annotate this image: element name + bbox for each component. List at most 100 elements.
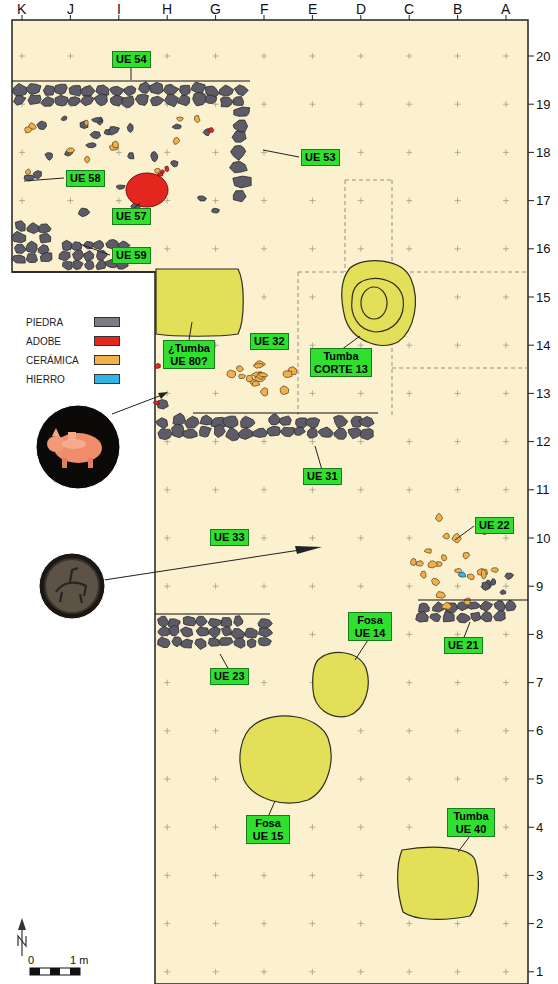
grid-cross <box>406 390 412 396</box>
stone <box>494 601 505 612</box>
sherd <box>260 388 267 396</box>
stone <box>109 86 124 96</box>
stone <box>156 418 168 429</box>
grid-cross <box>503 101 509 107</box>
sherd <box>442 602 452 609</box>
grid-cross <box>261 583 267 589</box>
stone <box>150 96 164 105</box>
grid-cross <box>358 535 364 541</box>
sherd <box>239 375 246 379</box>
sherd <box>464 598 470 605</box>
stone <box>28 95 41 105</box>
stone <box>493 610 505 621</box>
photo-frame <box>39 553 105 619</box>
grid-cross <box>309 294 315 300</box>
grid-cross <box>455 198 461 204</box>
grid-cross <box>503 680 509 686</box>
grid-cross <box>358 53 364 59</box>
stone <box>71 242 82 251</box>
scale-frame <box>30 968 80 975</box>
sherd <box>442 555 447 561</box>
sherd <box>432 578 440 585</box>
unit-name: UE 31 <box>307 470 338 482</box>
grid-cross <box>503 872 509 878</box>
grid-cross <box>309 101 315 107</box>
grid-row: 14 <box>536 338 550 353</box>
grid-cross <box>503 728 509 734</box>
sherd <box>467 574 474 580</box>
stone <box>73 250 85 261</box>
stone <box>258 619 272 629</box>
stone <box>54 84 67 94</box>
grid-cross <box>406 776 412 782</box>
stone <box>158 637 171 648</box>
grid-cross <box>503 53 509 59</box>
stone <box>92 240 103 249</box>
grid-cross <box>309 824 315 830</box>
grid-cross <box>455 246 461 252</box>
grid-cross <box>455 969 461 975</box>
grid-cross <box>503 631 509 637</box>
sherd <box>237 366 244 372</box>
figurine-ear <box>52 428 60 437</box>
pit-contour <box>361 287 387 319</box>
unit-label: UE 58 <box>66 170 105 187</box>
sherd <box>85 156 90 163</box>
grid-cross <box>358 101 364 107</box>
unit-name: UE 22 <box>479 519 510 531</box>
stone <box>85 260 94 270</box>
unit-name: UE 53 <box>305 151 336 163</box>
grid-cross <box>261 294 267 300</box>
grid-cross <box>164 776 170 782</box>
grid-column: B <box>453 1 462 17</box>
stone <box>334 416 348 429</box>
stone <box>234 85 248 96</box>
grid-column: I <box>117 1 121 17</box>
stone <box>62 240 72 250</box>
leader-line <box>263 150 299 157</box>
figurine-leg <box>88 458 93 468</box>
leader-line <box>315 446 322 470</box>
unit-name: UE 59 <box>116 249 147 261</box>
stone <box>231 145 246 160</box>
stone <box>305 418 320 429</box>
grid-cross <box>455 728 461 734</box>
stone <box>181 639 193 648</box>
stone <box>164 94 178 107</box>
grid-cross <box>261 969 267 975</box>
arrowhead <box>158 392 168 399</box>
grid-row: 13 <box>536 386 550 401</box>
stone <box>59 251 70 261</box>
grid-row: 18 <box>536 145 550 160</box>
stone <box>443 611 454 622</box>
iron-fragment <box>458 572 466 577</box>
grid-cross <box>164 824 170 830</box>
stone <box>38 224 51 233</box>
grid-cross <box>358 969 364 975</box>
grid-cross <box>455 487 461 493</box>
pointer-line <box>112 395 162 414</box>
north-head <box>18 918 26 930</box>
stone <box>231 629 246 639</box>
stone <box>40 253 52 262</box>
dashed-line <box>345 180 392 181</box>
adobe-fragment <box>165 166 169 172</box>
wall-edge <box>155 613 270 614</box>
stone <box>78 208 90 217</box>
unit-label: UE 32 <box>250 333 289 350</box>
unit-name: UE 33 <box>214 531 245 543</box>
grid-cross <box>213 728 219 734</box>
grid-cross <box>406 583 412 589</box>
photo-frame <box>36 405 120 489</box>
stone <box>122 96 134 108</box>
axis-tick <box>528 875 534 876</box>
axis-tick <box>528 827 534 828</box>
stone <box>27 223 40 234</box>
sherd <box>410 559 416 566</box>
grid-cross <box>406 439 412 445</box>
grid-cross <box>164 872 170 878</box>
grid-cross <box>455 101 461 107</box>
unit-name: UE 21 <box>448 639 479 651</box>
sherd <box>246 375 252 381</box>
grid-cross <box>19 149 25 155</box>
